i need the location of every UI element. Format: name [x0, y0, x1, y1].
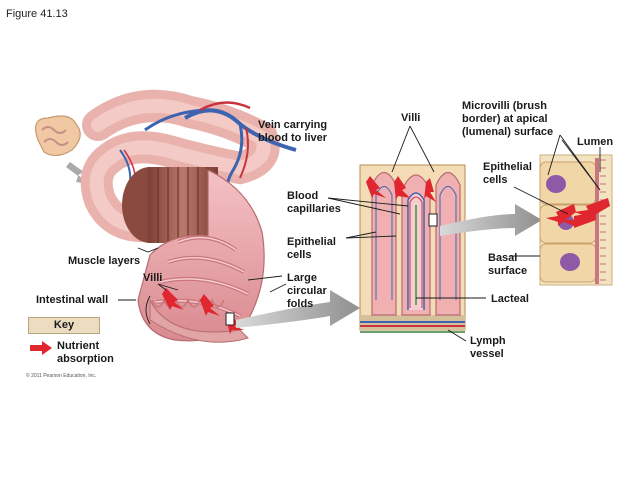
- label-blood-capillaries: Blood capillaries: [287, 190, 341, 215]
- label-lumen: Lumen: [577, 136, 614, 148]
- copyright-notice: © 2011 Pearson Education, Inc.: [26, 373, 97, 379]
- nutrient-absorption-arrows-cells: [546, 198, 610, 228]
- nutrient-absorption-arrows-villi: [366, 176, 436, 202]
- zoom-region-marker-villi: [428, 213, 438, 227]
- label-vein: Vein carrying blood to liver: [258, 119, 328, 144]
- label-lacteal: Lacteal: [491, 293, 529, 305]
- label-villi-top: Villi: [401, 112, 421, 124]
- villi-block: [359, 164, 466, 333]
- label-epithelial-cells-mid: Epithelial cells: [287, 236, 336, 261]
- label-large-circular-folds: Large circular folds: [287, 272, 327, 310]
- key-title-box: Key: [28, 317, 100, 334]
- label-microvilli: Microvilli (brush border) at apical (lum…: [462, 100, 554, 138]
- label-muscle-layers: Muscle layers: [68, 255, 141, 267]
- zoom-region-marker-left: [225, 312, 235, 326]
- figure-label: Figure 41.13: [6, 8, 68, 20]
- zoom-arrow-thumbnail: [66, 162, 90, 184]
- zoom-arrow-to-epithelium: [440, 204, 542, 236]
- label-epithelial-cells-right: Epithelial cells: [483, 161, 532, 186]
- key-red-arrow: [30, 341, 52, 355]
- label-villi-left: Villi: [143, 272, 163, 284]
- label-basal-surface: Basal surface: [488, 252, 528, 277]
- label-intestinal-wall: Intestinal wall: [36, 294, 109, 306]
- leader-lines: [118, 125, 601, 342]
- small-intestine-thumbnail: [35, 115, 81, 157]
- key-nutrient-absorption: Nutrient absorption: [57, 340, 114, 365]
- label-lymph-vessel: Lymph vessel: [470, 335, 506, 360]
- muscle-layers-segment: [122, 167, 218, 243]
- zoom-arrow-to-villi: [236, 290, 360, 328]
